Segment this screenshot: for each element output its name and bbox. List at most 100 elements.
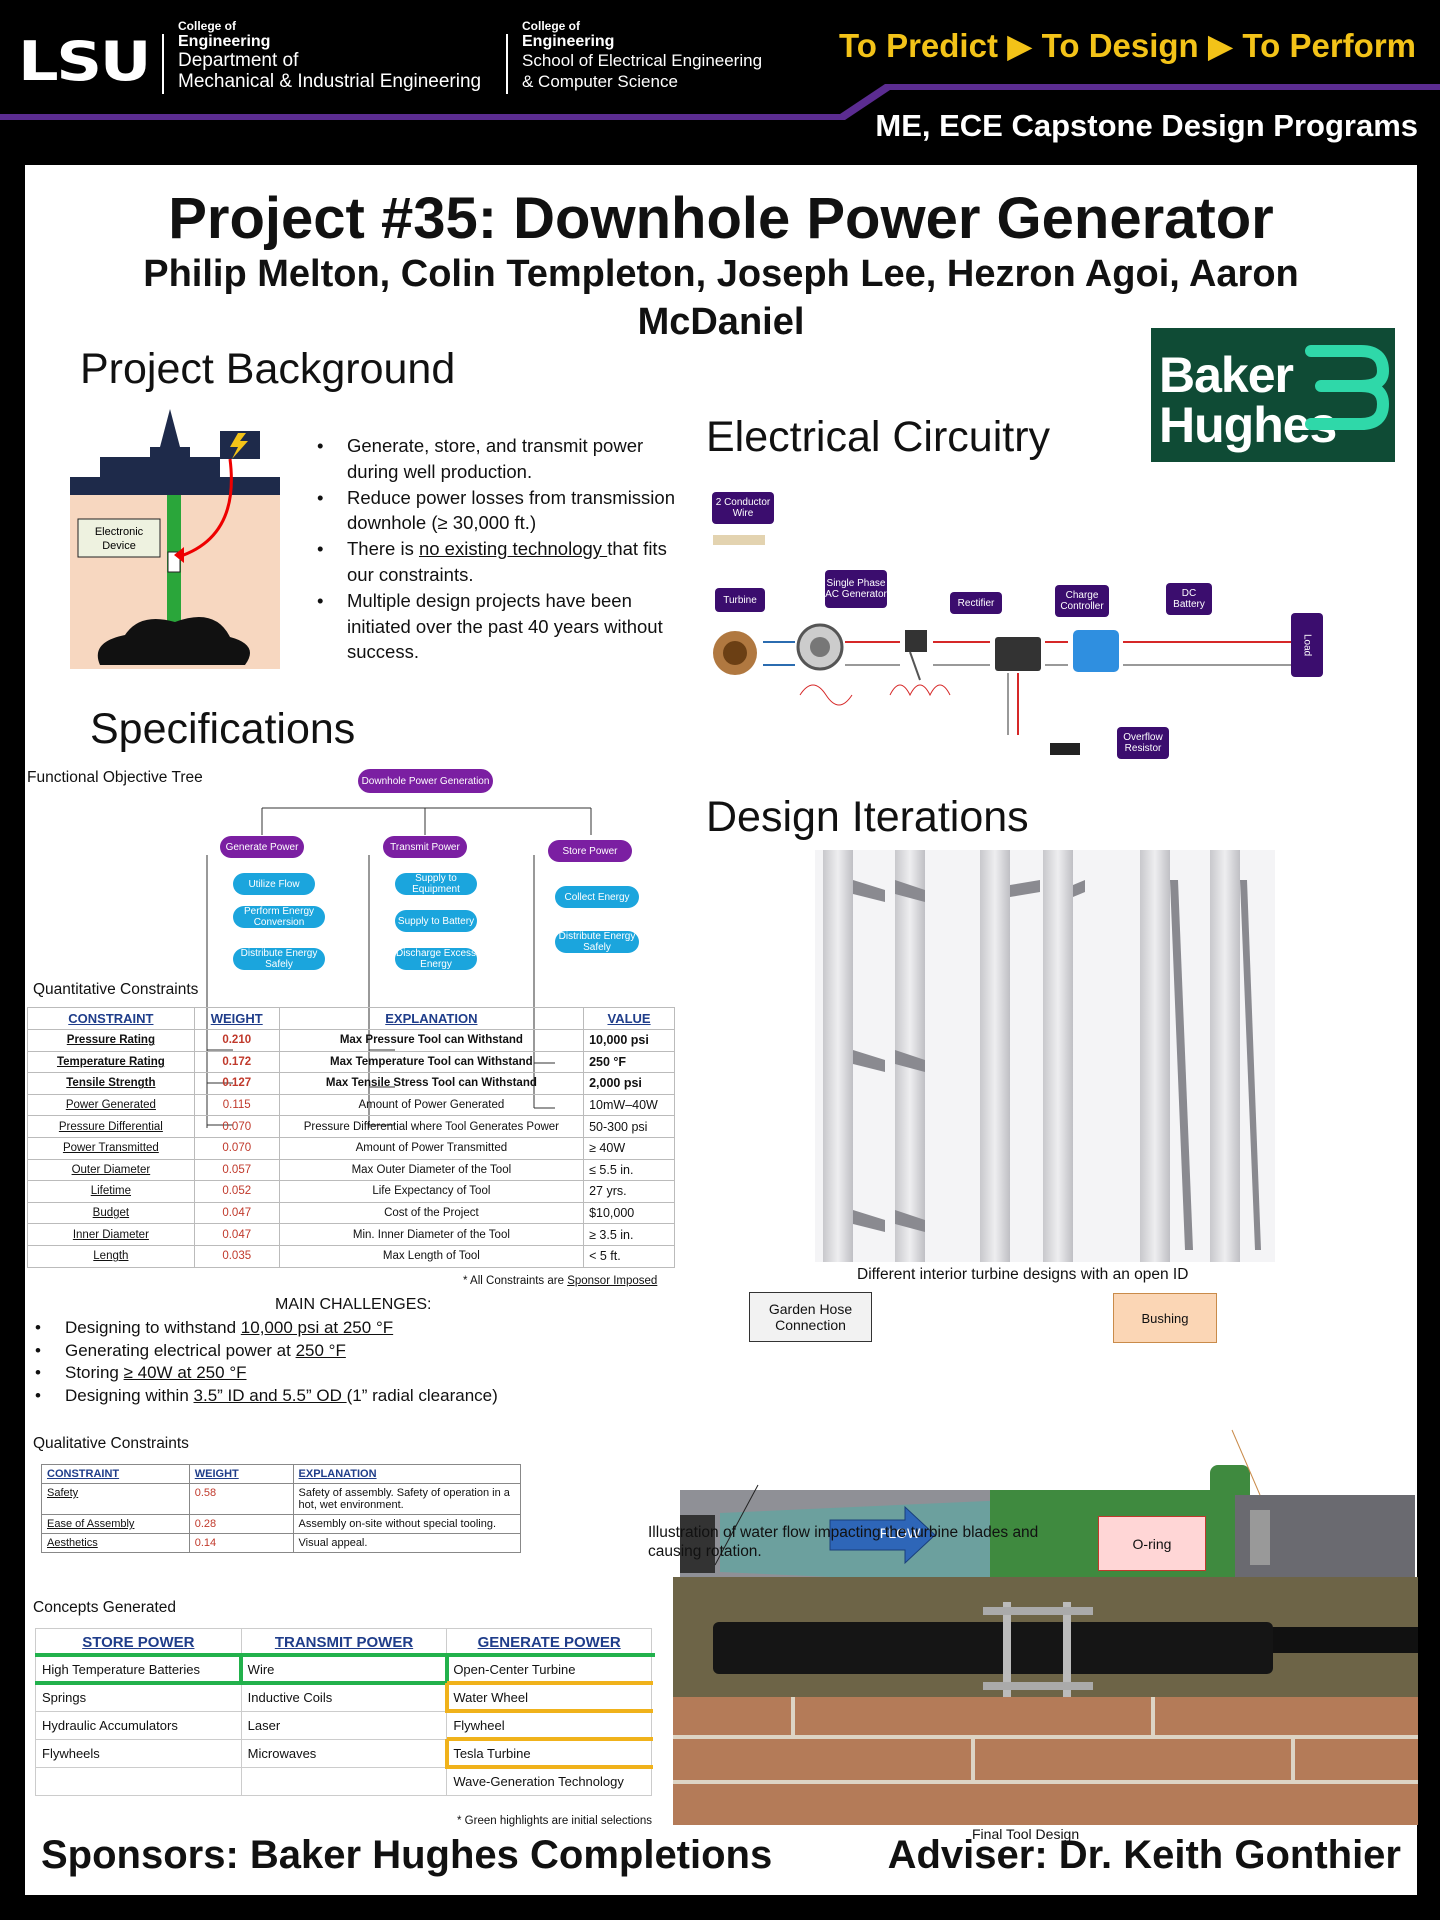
table-cell: Inner Diameter [27, 1223, 195, 1246]
bullet-item: Multiple design projects have been initi… [317, 588, 687, 665]
challenge-emphasis: 3.5” ID and 5.5” OD [193, 1385, 347, 1405]
challenge-item: Designing to withstand 10,000 psi at 250… [35, 1317, 655, 1340]
iterations-caption: Different interior turbine designs with … [857, 1266, 1189, 1283]
challenge-emphasis: 250 °F [295, 1340, 346, 1360]
tree-root: Downhole Power Generation [358, 769, 493, 793]
iterations-heading: Design Iterations [706, 793, 1029, 841]
circuit-controller-label: Charge Controller [1055, 585, 1109, 617]
table-cell: 10mW–40W [583, 1093, 675, 1117]
qualitative-label: Qualitative Constraints [33, 1435, 189, 1452]
dept-ece: College of Engineering School of Electri… [522, 20, 762, 92]
table-cell: 0.035 [193, 1244, 280, 1268]
challenge-text: Designing within [65, 1385, 194, 1405]
table-cell: Lifetime [27, 1180, 195, 1203]
table-cell: Pressure Differential where Tool Generat… [278, 1115, 585, 1138]
column-header: WEIGHT [188, 1464, 294, 1484]
bh-mark-icon [1305, 345, 1390, 430]
column-header: EXPLANATION [278, 1007, 585, 1030]
table-cell: 0.28 [188, 1514, 294, 1534]
challenge-text: Designing to withstand [65, 1318, 241, 1337]
table-cell: Power Generated [27, 1093, 195, 1117]
tree-leaf: Perform Energy Conversion [233, 906, 325, 928]
table-cell: 0.070 [193, 1136, 280, 1160]
challenges-list: Designing to withstand 10,000 psi at 250… [35, 1317, 655, 1407]
table-cell: 0.115 [193, 1093, 280, 1117]
circuit-turbine-label: Turbine [715, 588, 765, 612]
tree-leaf: Utilize Flow [233, 873, 315, 895]
dept-line2: & Computer Science [522, 72, 678, 91]
table-cell: Max Pressure Tool can Withstand [278, 1029, 585, 1052]
lsu-logo: LSU [18, 30, 152, 93]
circuit-load-label: Load [1291, 613, 1323, 677]
challenge-text: Generating electrical power at [65, 1340, 296, 1360]
concepts-label: Concepts Generated [33, 1599, 177, 1616]
purple-stripe [0, 84, 1440, 120]
dept-line2: Mechanical & Industrial Engineering [178, 71, 482, 92]
device-label-line: Electronic [95, 526, 144, 538]
table-cell: Max Tensile Stress Tool can Withstand [278, 1072, 585, 1095]
table-cell: Safety [41, 1483, 190, 1515]
table-cell: Max Length of Tool [278, 1244, 585, 1268]
tree-leaf: Collect Energy [555, 886, 639, 908]
table-cell: Pressure Rating [27, 1029, 195, 1052]
table-cell: 2,000 psi [583, 1072, 675, 1095]
hose-callout: Garden Hose Connection [749, 1292, 872, 1342]
column-header: WEIGHT [193, 1007, 280, 1030]
tree-node: Store Power [548, 840, 632, 862]
challenge-item: Storing ≥ 40W at 250 °F [35, 1362, 655, 1385]
table-cell: Amount of Power Generated [278, 1093, 585, 1117]
table-cell: Budget [27, 1201, 195, 1225]
header-divider [506, 34, 508, 94]
circuit-battery-label: DC Battery [1166, 583, 1212, 615]
background-heading: Project Background [80, 345, 456, 393]
tree-node: Generate Power [220, 836, 304, 858]
authors: Philip Melton, Colin Templeton, Joseph L… [143, 253, 1299, 343]
table-cell: Hydraulic Accumulators [35, 1711, 242, 1740]
table-cell: Max Temperature Tool can Withstand [278, 1050, 585, 1074]
tagline: To Predict ▶ To Design ▶ To Perform [839, 27, 1416, 64]
table-cell: 0.127 [193, 1072, 280, 1095]
turbine-renderings [815, 850, 1275, 1262]
challenge-text: (1” radial clearance) [346, 1385, 498, 1405]
footnote-emphasis: Sponsor Imposed [567, 1275, 658, 1287]
table-cell: 0.172 [193, 1050, 280, 1074]
challenges-heading: MAIN CHALLENGES: [275, 1296, 432, 1313]
tree-leaf: Discharge Excess Energy [395, 948, 477, 970]
table-cell: Cost of the Project [278, 1201, 585, 1225]
table-cell: Min. Inner Diameter of the Tool [278, 1223, 585, 1246]
table-cell: 27 yrs. [583, 1180, 675, 1203]
table-cell: Water Wheel [446, 1683, 652, 1712]
table-row: Wave-Generation Technology [35, 1767, 652, 1796]
poster-panel: Project #35: Downhole Power Generator Ph… [25, 165, 1418, 1895]
challenge-item: Designing within 3.5” ID and 5.5” OD (1”… [35, 1385, 655, 1408]
quantitative-label: Quantitative Constraints [33, 981, 199, 998]
circuitry-heading: Electrical Circuitry [706, 413, 1051, 461]
table-cell: 250 °F [583, 1050, 675, 1074]
table-cell: Max Outer Diameter of the Tool [278, 1158, 585, 1182]
table-cell: Visual appeal. [292, 1533, 522, 1553]
selection-highlights [35, 1653, 655, 1769]
oring-callout: O-ring [1098, 1516, 1206, 1571]
table-cell: Temperature Rating [27, 1050, 195, 1074]
sponsors-line: Sponsors: Baker Hughes Completions [41, 1833, 773, 1877]
circuit-rectifier-label: Rectifier [950, 592, 1002, 614]
program-title: ME, ECE Capstone Design Programs [875, 108, 1418, 143]
table-cell: Length [27, 1244, 195, 1268]
bullet-item: Reduce power losses from transmission do… [317, 485, 687, 537]
column-header: GENERATE POWER [446, 1628, 652, 1656]
tree-leaf: Supply to Battery [395, 910, 477, 932]
table-cell: Wave-Generation Technology [446, 1767, 652, 1796]
bullet-item: Generate, store, and transmit power duri… [317, 433, 687, 485]
table-cell: 0.210 [193, 1029, 280, 1052]
final-tool-caption: Final Tool Design [972, 1826, 1080, 1842]
